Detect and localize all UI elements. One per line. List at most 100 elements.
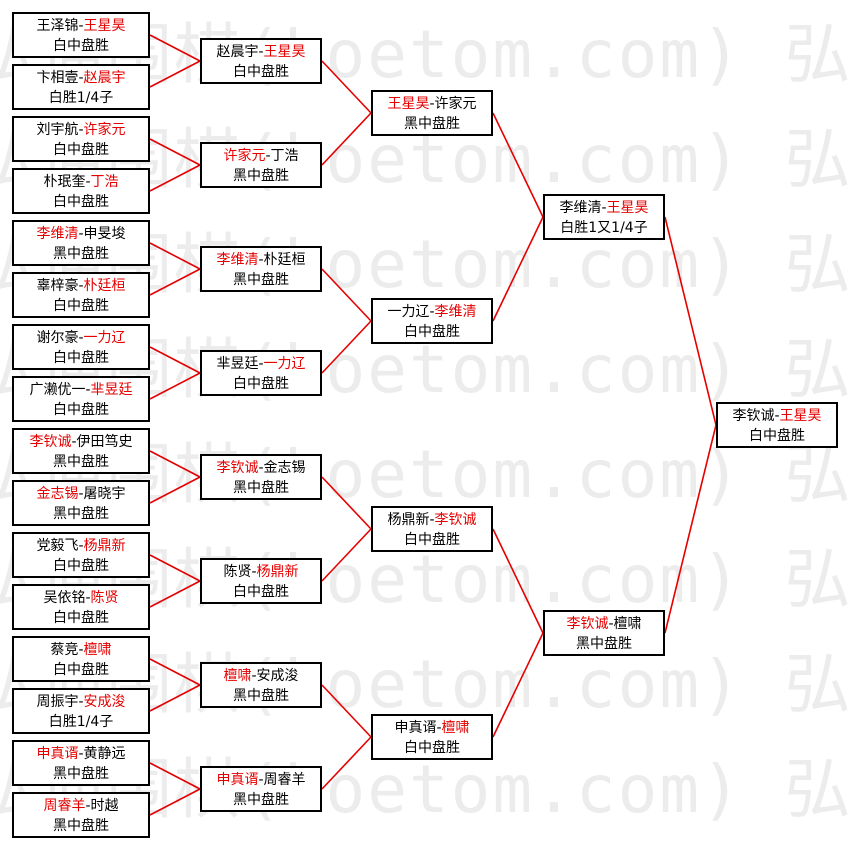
match-box: 刘宇航-许家元白中盘胜 <box>12 116 150 162</box>
match-players: 芈昱廷-一力辽 <box>202 354 320 374</box>
match-players: 李维清-朴廷桓 <box>202 250 320 270</box>
player-black: 李维清 <box>36 226 79 242</box>
match-box: 周振宇-安成浚白胜1/4子 <box>12 688 150 734</box>
match-box: 李维清-申旻埈黑中盘胜 <box>12 220 150 266</box>
match-result: 白中盘胜 <box>233 584 289 600</box>
match-result: 白中盘胜 <box>53 298 109 314</box>
separator: - <box>436 720 442 736</box>
bracket-connector <box>492 216 544 322</box>
match-box: 申真谞-檀啸白中盘胜 <box>371 714 493 760</box>
match-box: 辜梓豪-朴廷桓白中盘胜 <box>12 272 150 318</box>
match-box: 朴珉奎-丁浩白中盘胜 <box>12 168 150 214</box>
bracket-connector <box>321 528 372 582</box>
match-result: 白中盘胜 <box>749 428 805 444</box>
match-players: 王星昊-许家元 <box>373 94 491 114</box>
player-black: 陈贤 <box>223 564 252 580</box>
match-players: 李钦诚-王星昊 <box>718 406 836 426</box>
match-box: 谢尔豪-一力辽白中盘胜 <box>12 324 150 370</box>
bracket-connector <box>149 346 201 374</box>
match-players: 周睿羊-时越 <box>14 796 148 816</box>
separator: - <box>774 408 780 424</box>
match-box: 王星昊-许家元黑中盘胜 <box>371 90 493 136</box>
player-black: 李维清 <box>216 252 259 268</box>
match-result: 黑中盘胜 <box>53 246 109 262</box>
player-white: 安成浚 <box>256 668 299 684</box>
bracket-connector <box>149 476 201 504</box>
match-players: 申真谞-黄静远 <box>14 744 148 764</box>
bracket-connector <box>321 320 372 374</box>
player-white: 檀啸 <box>613 616 642 632</box>
match-result: 白中盘胜 <box>53 558 109 574</box>
match-result: 白中盘胜 <box>404 324 460 340</box>
match-players: 李钦诚-伊田笃史 <box>14 432 148 452</box>
match-players: 卞相壹-赵晨宇 <box>14 68 148 88</box>
player-black: 檀啸 <box>223 668 252 684</box>
player-black: 许家元 <box>223 148 266 164</box>
bracket-connector <box>149 372 201 400</box>
separator: - <box>78 746 84 762</box>
match-players: 广濑优一-芈昱廷 <box>14 380 148 400</box>
match-players: 刘宇航-许家元 <box>14 120 148 140</box>
match-result: 白中盘胜 <box>53 662 109 678</box>
bracket-connector <box>149 138 201 166</box>
player-black: 谢尔豪 <box>36 330 79 346</box>
player-black: 蔡竞 <box>50 642 79 658</box>
bracket-connector <box>321 476 372 530</box>
match-box: 金志锡-屠晓宇黑中盘胜 <box>12 480 150 526</box>
player-white: 李维清 <box>434 304 477 320</box>
player-black: 赵晨宇 <box>216 44 259 60</box>
player-black: 李钦诚 <box>216 460 259 476</box>
match-box: 李钦诚-金志锡黑中盘胜 <box>200 454 322 500</box>
match-result: 黑中盘胜 <box>233 480 289 496</box>
player-white: 安成浚 <box>83 694 126 710</box>
player-white: 赵晨宇 <box>83 70 126 86</box>
match-result: 白中盘胜 <box>233 64 289 80</box>
separator: - <box>258 252 264 268</box>
separator: - <box>429 512 435 528</box>
match-box: 陈贤-杨鼎新白中盘胜 <box>200 558 322 604</box>
separator: - <box>78 694 84 710</box>
match-box: 檀啸-安成浚黑中盘胜 <box>200 662 322 708</box>
player-black: 周振宇 <box>36 694 79 710</box>
match-result: 黑中盘胜 <box>53 454 109 470</box>
player-white: 伊田笃史 <box>76 434 133 450</box>
match-result: 白中盘胜 <box>53 402 109 418</box>
match-players: 周振宇-安成浚 <box>14 692 148 712</box>
player-black: 李钦诚 <box>732 408 775 424</box>
match-box: 李维清-朴廷桓黑中盘胜 <box>200 246 322 292</box>
match-box: 许家元-丁浩黑中盘胜 <box>200 142 322 188</box>
match-result: 白中盘胜 <box>233 376 289 392</box>
bracket-connector <box>149 580 201 608</box>
separator: - <box>258 460 264 476</box>
player-black: 卞相壹 <box>36 70 79 86</box>
match-result: 白胜1/4子 <box>48 90 114 106</box>
match-result: 白中盘胜 <box>404 532 460 548</box>
match-players: 蔡竞-檀啸 <box>14 640 148 660</box>
bracket-connector <box>149 554 201 582</box>
player-black: 朴珉奎 <box>43 174 86 190</box>
match-players: 谢尔豪-一力辽 <box>14 328 148 348</box>
player-white: 王星昊 <box>83 18 126 34</box>
bracket-connector <box>664 424 717 634</box>
separator: - <box>85 590 91 606</box>
separator: - <box>601 200 607 216</box>
match-result: 黑中盘胜 <box>233 272 289 288</box>
bracket-connector <box>492 112 544 218</box>
bracket-connector <box>492 528 544 634</box>
match-players: 金志锡-屠晓宇 <box>14 484 148 504</box>
bracket-connector <box>149 450 201 478</box>
player-white: 时越 <box>90 798 119 814</box>
bracket-connector <box>149 788 201 816</box>
player-white: 李钦诚 <box>434 512 477 528</box>
player-white: 檀啸 <box>83 642 112 658</box>
bracket-connector <box>149 34 201 62</box>
match-result: 白胜1又1/4子 <box>560 220 648 236</box>
separator: - <box>78 122 84 138</box>
match-players: 朴珉奎-丁浩 <box>14 172 148 192</box>
match-result: 黑中盘胜 <box>233 688 289 704</box>
player-black: 申真谞 <box>216 772 259 788</box>
bracket-connector <box>492 632 544 738</box>
bracket-connector <box>149 762 201 790</box>
player-black: 李钦诚 <box>29 434 72 450</box>
player-black: 一力辽 <box>387 304 430 320</box>
